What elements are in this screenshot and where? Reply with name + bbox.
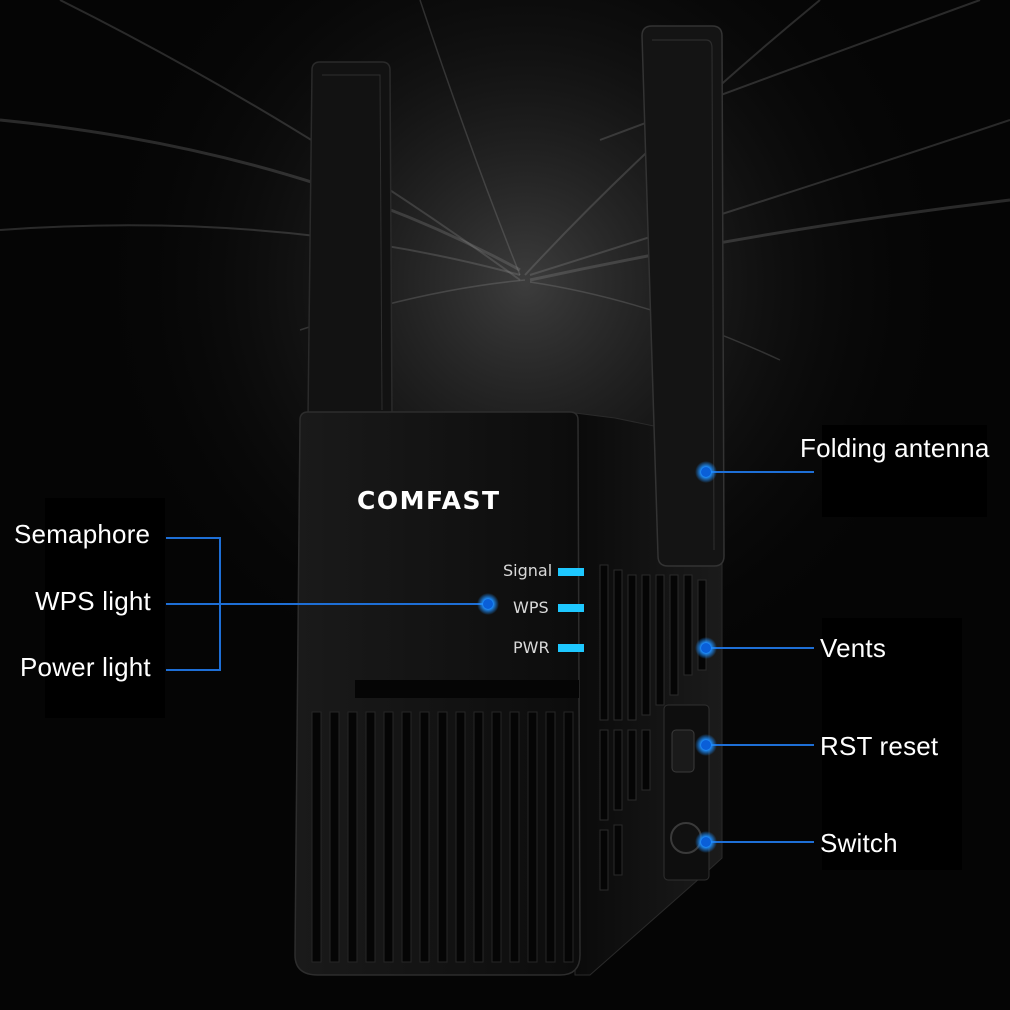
led-label-pwr: PWR	[513, 638, 550, 657]
led-signal	[558, 568, 584, 576]
callout-semaphore: Semaphore	[14, 519, 151, 549]
brand-logo-text: COMFAST	[357, 486, 501, 515]
front-vents	[311, 711, 574, 963]
led-pwr	[558, 644, 584, 652]
side-vents	[599, 564, 707, 891]
rst-button	[671, 729, 695, 773]
callout-switch: Switch	[820, 828, 898, 858]
led-wps	[558, 604, 584, 612]
led-label-signal: Signal	[503, 561, 553, 580]
callout-vents: Vents	[820, 633, 887, 663]
label-box-folding	[822, 425, 987, 517]
callout-wps-light: WPS light	[35, 586, 151, 616]
callout-dots	[477, 461, 717, 853]
led-label-wps: WPS	[513, 598, 549, 617]
rear-antenna	[307, 61, 393, 419]
callout-rst-reset: RST reset	[820, 731, 939, 761]
callout-lines	[166, 471, 814, 843]
callout-power-light: Power light	[20, 652, 151, 682]
folding-antenna	[641, 25, 725, 567]
callout-folding-antenna: Folding antenna	[800, 433, 990, 463]
label-box-left	[45, 498, 165, 718]
side-controls	[663, 704, 710, 881]
led-indicators	[558, 568, 584, 652]
label-box-right	[822, 618, 962, 870]
